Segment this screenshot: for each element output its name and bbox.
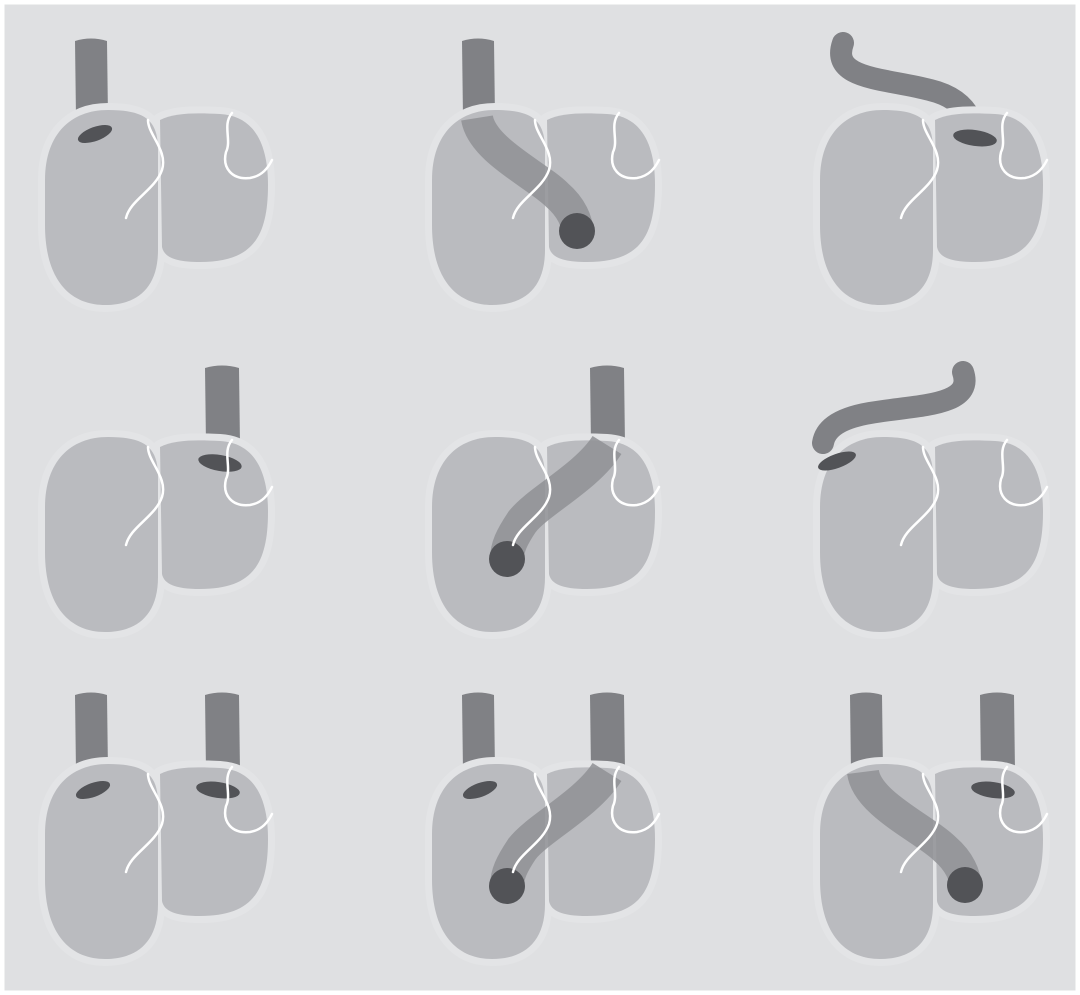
right-tube	[980, 693, 1015, 773]
panel-grid	[45, 39, 1047, 960]
left-opening	[489, 541, 525, 577]
right-lower-opening	[947, 867, 983, 903]
left-lower-opening	[489, 868, 525, 904]
right-pouch	[160, 113, 268, 262]
right-pouch	[935, 440, 1043, 589]
left-pouch	[45, 437, 158, 632]
left-pouch	[820, 110, 933, 305]
right-tube	[205, 366, 240, 446]
right-tube	[205, 693, 240, 773]
right-opening	[559, 213, 595, 249]
right-tube	[590, 366, 625, 446]
right-tube	[590, 693, 625, 773]
left-pouch	[45, 110, 158, 305]
